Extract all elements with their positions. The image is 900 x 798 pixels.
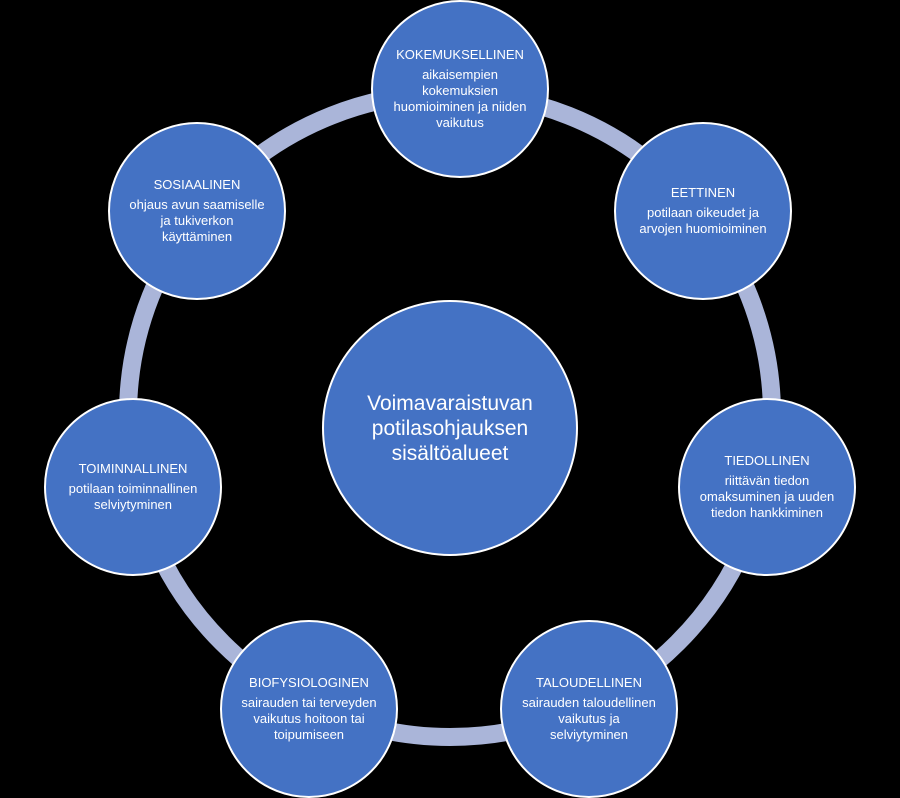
node-title: EETTINEN — [670, 185, 736, 200]
node-description: riittävän tiedon omaksuminen ja uuden ti… — [699, 473, 835, 520]
node-biofysiologinen: BIOFYSIOLOGINEN sairauden tai terveyden … — [220, 620, 398, 798]
node-kokemuksellinen: KOKEMUKSELLINEN aikaisempien kokemuksien… — [371, 0, 549, 178]
node-sosiaalinen: SOSIAALINEN ohjaus avun saamiselle ja tu… — [108, 122, 286, 300]
node-title: BIOFYSIOLOGINEN — [249, 675, 369, 690]
node-taloudellinen: TALOUDELLINEN sairauden taloudellinen va… — [500, 620, 678, 798]
node-title: SOSIAALINEN — [153, 177, 241, 192]
node-description: potilaan toiminnallinen selviytyminen — [68, 481, 198, 512]
node-description: aikaisempien kokemuksien huomioiminen ja… — [393, 67, 527, 130]
node-eettinen: EETTINEN potilaan oikeudet ja arvojen hu… — [614, 122, 792, 300]
center-title: Voimavaraistuvan potilasohjauksen sisält… — [367, 391, 533, 465]
node-description: sairauden taloudellinen vaikutus ja selv… — [522, 695, 656, 742]
node-title: KOKEMUKSELLINEN — [396, 47, 524, 62]
node-title: TOIMINNALLINEN — [78, 461, 188, 476]
node-description: ohjaus avun saamiselle ja tukiverkon käy… — [129, 197, 265, 244]
node-title: TALOUDELLINEN — [536, 675, 642, 690]
node-description: potilaan oikeudet ja arvojen huomioimine… — [639, 205, 767, 236]
center-circle: Voimavaraistuvan potilasohjauksen sisält… — [322, 300, 578, 556]
node-tiedollinen: TIEDOLLINEN riittävän tiedon omaksuminen… — [678, 398, 856, 576]
node-title: TIEDOLLINEN — [724, 453, 810, 468]
node-description: sairauden tai terveyden vaikutus hoitoon… — [241, 695, 377, 742]
node-toiminnallinen: TOIMINNALLINEN potilaan toiminnallinen s… — [44, 398, 222, 576]
